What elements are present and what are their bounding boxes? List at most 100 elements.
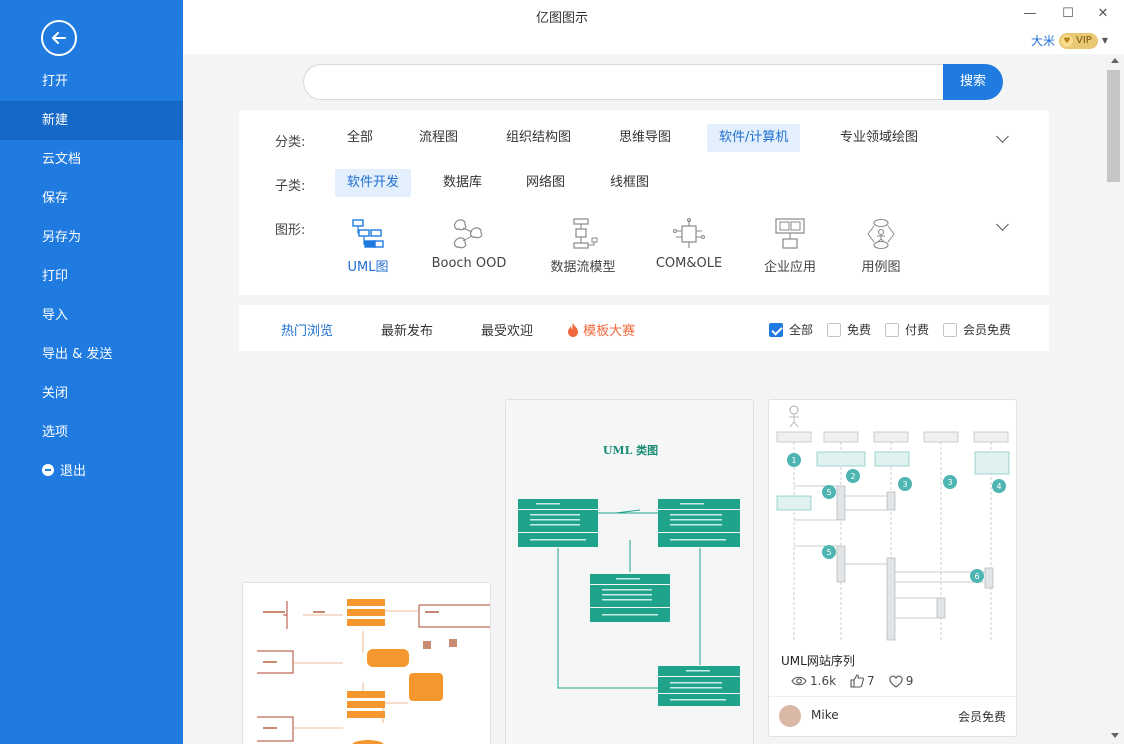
- category-professional[interactable]: 专业领域绘图: [840, 130, 919, 145]
- sidebar-item-exit[interactable]: 退出: [0, 452, 183, 491]
- price-tag: 会员免费: [957, 710, 1006, 724]
- card-thumbnail: [243, 583, 490, 744]
- flame-icon: [568, 323, 578, 337]
- search-input[interactable]: [303, 64, 945, 100]
- card-diagram-title: UML 类图: [602, 444, 659, 457]
- card-thumbnail: 1 2 3 3 4 5 5 6: [769, 400, 1016, 648]
- category-label: 分类:: [275, 135, 306, 150]
- maximize-button[interactable]: ☐: [1062, 6, 1074, 21]
- author-name[interactable]: Mike: [811, 708, 839, 722]
- checkbox-all-label: 全部: [788, 323, 813, 337]
- favorites-stat[interactable]: 9: [889, 674, 913, 688]
- sort-tab-favorite[interactable]: 最受欢迎: [481, 324, 534, 339]
- shape-use-case[interactable]: 用例图: [851, 218, 911, 275]
- sort-tab-contest[interactable]: 模板大赛: [567, 320, 635, 339]
- close-button[interactable]: ✕: [1097, 6, 1109, 21]
- shape-uml-label: UML图: [347, 260, 389, 275]
- subcategory-label: 子类:: [275, 179, 306, 194]
- expand-categories-icon[interactable]: [996, 130, 1009, 143]
- shape-use-case-label: 用例图: [861, 260, 901, 275]
- scroll-down-arrow-icon[interactable]: [1111, 733, 1119, 738]
- category-all[interactable]: 全部: [347, 130, 374, 145]
- shape-booch-ood-label: Booch OOD: [431, 256, 507, 271]
- avatar[interactable]: [779, 705, 801, 727]
- sidebar-item-import[interactable]: 导入: [42, 308, 69, 323]
- svg-text:4: 4: [996, 482, 1001, 491]
- contest-label: 模板大赛: [583, 324, 636, 339]
- likes-stat[interactable]: 7: [850, 674, 875, 688]
- scroll-up-arrow-icon[interactable]: [1111, 58, 1119, 63]
- price-filter: 全部 免费 付费 会员免费: [755, 321, 1011, 338]
- checkbox-all[interactable]: [768, 322, 783, 337]
- caret-down-icon[interactable]: ▼: [1101, 36, 1108, 45]
- card-thumbnail: [506, 400, 753, 744]
- shape-data-flow-label: 数据流模型: [550, 260, 616, 275]
- svg-text:6: 6: [974, 572, 979, 581]
- template-card-uml-sequence[interactable]: 1 2 3 3 4 5 5 6 UML网站序列 1.6k 7 9 Mike 会员…: [768, 399, 1017, 737]
- shape-booch-ood[interactable]: Booch OOD: [429, 218, 509, 271]
- category-mind-map[interactable]: 思维导图: [619, 130, 672, 145]
- sort-tab-popular[interactable]: 热门浏览: [281, 324, 334, 339]
- minimize-button[interactable]: —: [1023, 6, 1037, 21]
- checkbox-member-free[interactable]: [942, 322, 957, 337]
- checkbox-paid[interactable]: [884, 322, 899, 337]
- sidebar-item-save[interactable]: 保存: [42, 191, 69, 206]
- template-card-uml-class[interactable]: UML 类图: [505, 399, 754, 744]
- app-title: 亿图图示: [535, 11, 588, 26]
- checkbox-free[interactable]: [826, 322, 841, 337]
- arrow-left-icon: [52, 32, 66, 44]
- sidebar-item-options[interactable]: 选项: [42, 425, 69, 440]
- views-stat: 1.6k: [791, 674, 836, 688]
- use-case-icon: [867, 218, 895, 250]
- card-stats: 1.6k 7 9: [791, 674, 913, 688]
- subcategory-wireframe[interactable]: 线框图: [610, 175, 650, 190]
- heart-icon: [889, 675, 903, 688]
- sidebar-item-open[interactable]: 打开: [42, 74, 69, 89]
- vertical-scrollbar[interactable]: [1106, 54, 1124, 744]
- category-flowchart[interactable]: 流程图: [419, 130, 459, 145]
- scroll-thumb[interactable]: [1107, 70, 1120, 182]
- subcategory-network[interactable]: 网络图: [526, 175, 566, 190]
- svg-text:5: 5: [826, 548, 831, 557]
- sidebar-item-close[interactable]: 关闭: [42, 386, 69, 401]
- shape-uml[interactable]: UML图: [343, 218, 393, 275]
- sidebar-item-export-send[interactable]: 导出 & 发送: [42, 347, 113, 362]
- sidebar-item-new[interactable]: 新建: [0, 101, 183, 140]
- category-software-computer[interactable]: 软件/计算机: [707, 124, 801, 152]
- vip-label: VIP: [1076, 35, 1092, 46]
- sidebar-item-save-as[interactable]: 另存为: [42, 230, 82, 245]
- shape-com-ole[interactable]: COM&OLE: [649, 218, 729, 271]
- exit-label: 退出: [60, 464, 87, 479]
- shape-enterprise-app[interactable]: 企业应用: [755, 218, 825, 275]
- thumbs-up-icon: [850, 674, 865, 688]
- likes-count: 7: [867, 674, 875, 688]
- template-card-orange[interactable]: [242, 582, 491, 744]
- enterprise-app-icon: [775, 218, 805, 249]
- user-name[interactable]: 大米: [1031, 34, 1056, 48]
- svg-text:3: 3: [947, 478, 952, 487]
- shape-label: 图形:: [275, 223, 306, 238]
- sidebar-item-print[interactable]: 打印: [42, 269, 69, 284]
- account-area[interactable]: 大米 ♥ VIP ▼: [1031, 32, 1108, 49]
- uml-diagram-icon: [352, 219, 384, 248]
- vip-heart-icon: ♥: [1061, 34, 1074, 47]
- sidebar-menu: 打开 新建 云文档 保存 另存为 打印 导入 导出 & 发送 关闭 选项 退出: [0, 62, 183, 491]
- title-bar: 亿图图示 — ☐ ✕ 大米 ♥ VIP ▼: [183, 0, 1124, 54]
- views-count: 1.6k: [810, 674, 837, 688]
- svg-text:1: 1: [791, 456, 796, 465]
- back-button[interactable]: [41, 20, 77, 56]
- search-button[interactable]: 搜索: [943, 64, 1003, 100]
- shape-enterprise-app-label: 企业应用: [763, 260, 816, 275]
- booch-ood-icon: [453, 219, 483, 249]
- subcategory-software-dev[interactable]: 软件开发: [335, 169, 412, 197]
- checkbox-paid-label: 付费: [904, 323, 929, 337]
- shape-data-flow[interactable]: 数据流模型: [543, 218, 623, 275]
- subcategory-database[interactable]: 数据库: [443, 175, 483, 190]
- sort-tab-newest[interactable]: 最新发布: [381, 324, 434, 339]
- sidebar-item-cloud-docs[interactable]: 云文档: [42, 152, 82, 167]
- card-footer: Mike 会员免费: [769, 696, 1016, 736]
- filter-panel: 分类: 全部 流程图 组织结构图 思维导图 软件/计算机 专业领域绘图 子类: …: [239, 110, 1049, 295]
- expand-shapes-icon[interactable]: [996, 218, 1009, 231]
- category-org-chart[interactable]: 组织结构图: [506, 130, 572, 145]
- data-flow-model-icon: [573, 218, 598, 249]
